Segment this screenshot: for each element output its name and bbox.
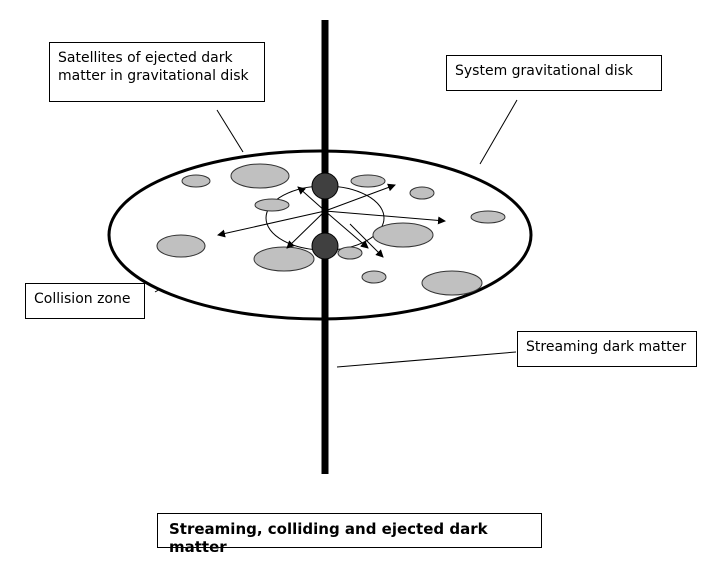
satellite (254, 198, 290, 212)
satellite (361, 270, 387, 284)
satellite (337, 246, 363, 260)
ejection-arrows (217, 183, 446, 258)
diagram-caption: Streaming, colliding and ejected dark ma… (157, 513, 542, 556)
satellite (253, 246, 315, 272)
streaming-leader-line (336, 351, 517, 368)
satellite (409, 186, 435, 200)
system-gravitational-disk-label: System gravitational disk (446, 55, 662, 91)
satellite (181, 174, 211, 188)
satellites (156, 163, 506, 296)
satellite (350, 174, 386, 188)
collision-zone-label: Collision zone (25, 283, 145, 319)
streaming-dark-matter-label: Streaming dark matter (517, 331, 697, 367)
satellite (156, 234, 206, 258)
satellite (372, 222, 434, 248)
satellites-leader-line (216, 109, 244, 153)
system-disk-leader-line (479, 99, 518, 165)
satellites-label: Satellites of ejected dark matter in gra… (49, 42, 265, 102)
satellite (230, 163, 290, 189)
dark-matter-core-lower (311, 232, 339, 260)
satellite (421, 270, 483, 296)
satellite (470, 210, 506, 224)
dark-matter-core-upper (311, 172, 339, 200)
